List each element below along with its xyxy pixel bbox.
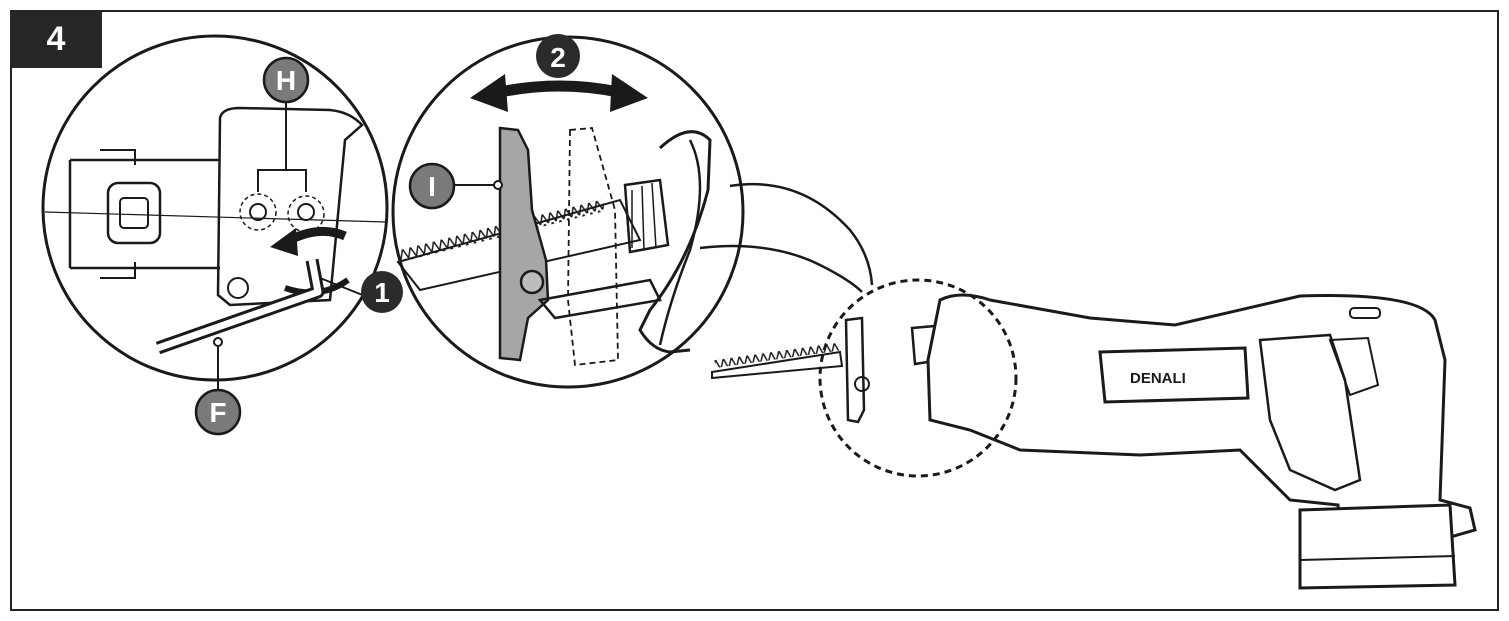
- callout-i: I: [408, 162, 456, 210]
- callout-f: F: [194, 388, 242, 436]
- reciprocating-saw: DENALI: [711, 293, 1477, 590]
- detail-circle-clamp: [391, 35, 745, 389]
- callout-step-2: 2: [536, 34, 580, 78]
- svg-text:2: 2: [550, 42, 566, 73]
- svg-text:1: 1: [374, 277, 390, 308]
- brand-label: DENALI: [1130, 370, 1186, 387]
- screw-left-icon: [239, 193, 277, 231]
- zoom-connector: [699, 182, 874, 293]
- double-arrow-icon: [470, 74, 648, 112]
- figure-frame: [10, 10, 1499, 611]
- zoom-area-circle: [818, 278, 1018, 478]
- step-number-badge: 4: [10, 10, 102, 68]
- callout-step-1: 1: [361, 271, 403, 313]
- svg-text:H: H: [276, 65, 296, 96]
- svg-text:I: I: [428, 171, 436, 202]
- svg-text:F: F: [209, 397, 226, 428]
- clamp-lever: [498, 126, 550, 362]
- detail-circle-screws: [41, 34, 389, 392]
- hex-key-icon: [155, 258, 325, 355]
- callout-h: H: [262, 56, 310, 104]
- brand-nameplate: DENALI: [1098, 346, 1250, 404]
